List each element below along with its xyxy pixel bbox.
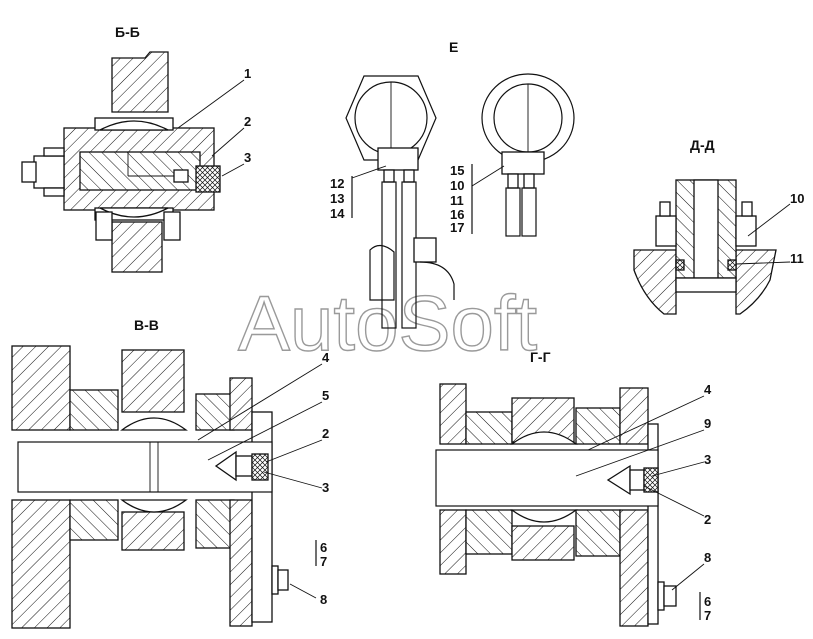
e-right-16: 16	[450, 207, 464, 222]
gg-bracket-7: 7	[704, 608, 711, 623]
view-bb-title: Б-Б	[115, 24, 140, 40]
gg-callout-2: 2	[704, 512, 711, 527]
view-vv-title: В-В	[134, 317, 159, 333]
view-bb: Б-Б 1 2 3	[21, 24, 251, 273]
view-dd: Д-Д 10 11	[633, 137, 804, 315]
vv-callout-8: 8	[320, 592, 327, 607]
e-left-14: 14	[330, 206, 345, 221]
vv-callout-3: 3	[322, 480, 329, 495]
e-right-15: 15	[450, 163, 464, 178]
vv-callout-2: 2	[322, 426, 329, 441]
watermark: AutoSoft	[238, 279, 538, 367]
gg-callout-8: 8	[704, 550, 711, 565]
e-right-11: 11	[450, 193, 464, 208]
vv-bracket-6: 6	[320, 540, 327, 555]
bb-callout-3: 3	[244, 150, 251, 165]
e-right-17: 17	[450, 220, 464, 235]
bb-callout-1: 1	[244, 66, 251, 81]
view-e-title: Е	[449, 39, 458, 55]
e-left-13: 13	[330, 191, 344, 206]
view-gg: Г-Г 4 9 3 2 8 6 7	[435, 349, 712, 627]
gg-callout-4: 4	[704, 382, 712, 397]
vv-callout-4: 4	[322, 350, 330, 365]
vv-bracket-7: 7	[320, 554, 327, 569]
view-e: Е 12 13 14 15 10 11 16 17	[330, 39, 575, 329]
e-left-12: 12	[330, 176, 344, 191]
gg-callout-9: 9	[704, 416, 711, 431]
gg-bracket-6: 6	[704, 594, 711, 609]
dd-callout-11: 11	[790, 251, 804, 266]
view-gg-title: Г-Г	[530, 349, 551, 365]
view-dd-title: Д-Д	[690, 137, 715, 153]
bb-callout-2: 2	[244, 114, 251, 129]
dd-callout-10: 10	[790, 191, 804, 206]
e-right-10: 10	[450, 178, 464, 193]
view-vv: В-В 4 5 2 3 6 7	[11, 317, 330, 629]
gg-callout-3: 3	[704, 452, 711, 467]
vv-callout-5: 5	[322, 388, 329, 403]
